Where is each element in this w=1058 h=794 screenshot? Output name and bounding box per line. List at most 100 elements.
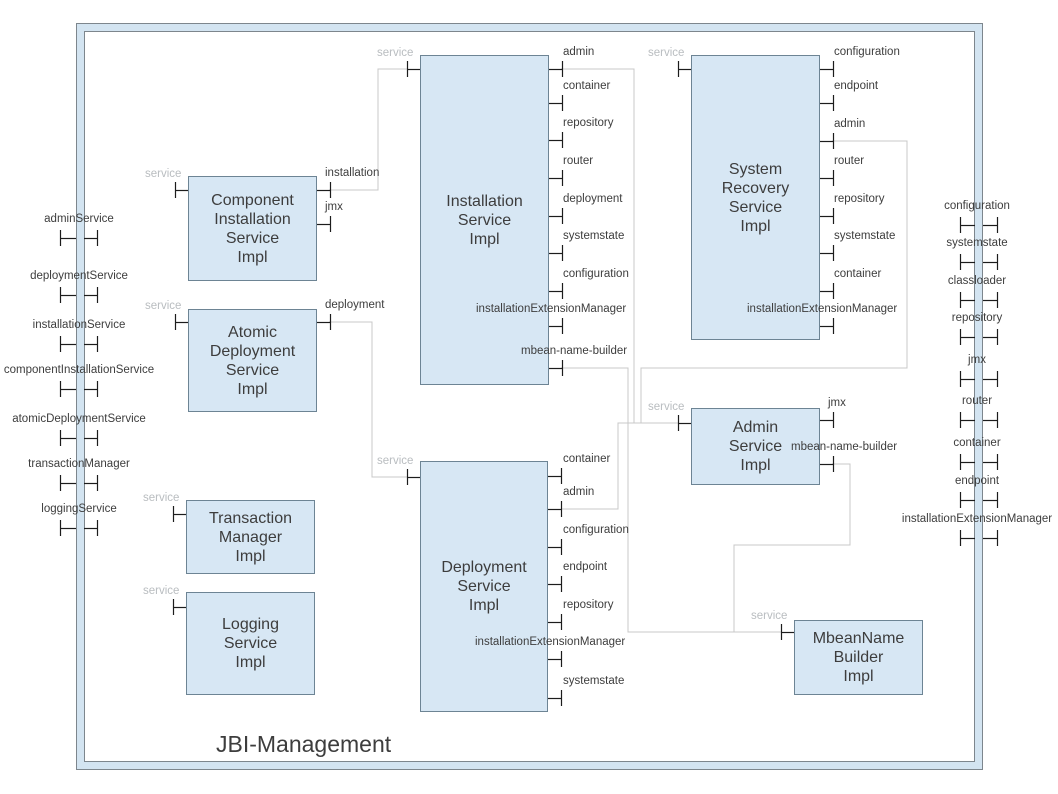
border-port-label-endpoint: endpoint xyxy=(954,475,1000,487)
port-deployment-of-atomic-deployment-service-impl[interactable] xyxy=(317,314,332,330)
port-container-of-deployment-service-impl[interactable] xyxy=(548,468,563,484)
component-box-admin-service-impl[interactable]: Admin Service Impl xyxy=(691,408,820,485)
border-port-deploymentService[interactable] xyxy=(59,287,99,303)
port-label-admin-of-installation-service-impl: admin xyxy=(563,46,595,58)
border-port-classloader[interactable] xyxy=(959,292,999,308)
port-service-of-system-recovery-service-impl[interactable] xyxy=(677,61,691,77)
border-port-label-transactionManager: transactionManager xyxy=(28,458,130,470)
service-port-label-of-logging-service-impl: service xyxy=(143,585,180,597)
port-service-of-logging-service-impl[interactable] xyxy=(172,599,186,615)
port-service-of-admin-service-impl[interactable] xyxy=(677,415,691,431)
border-port-label-systemstate: systemstate xyxy=(946,237,1008,249)
border-port-transactionManager[interactable] xyxy=(59,475,99,491)
port-endpoint-of-system-recovery-service-impl[interactable] xyxy=(820,95,835,111)
port-systemstate-of-deployment-service-impl[interactable] xyxy=(548,690,563,706)
port-admin-of-system-recovery-service-impl[interactable] xyxy=(820,133,835,149)
port-configuration-of-deployment-service-impl[interactable] xyxy=(548,539,563,555)
port-repository-of-deployment-service-impl[interactable] xyxy=(548,614,563,630)
port-label-repository-of-deployment-service-impl: repository xyxy=(563,599,614,611)
border-port-container[interactable] xyxy=(959,454,999,470)
border-port-label-componentInstallationService: componentInstallationService xyxy=(3,364,155,376)
component-box-mbeanname-builder-impl[interactable]: MbeanName Builder Impl xyxy=(794,620,923,695)
port-installation-of-component-installation-service-impl[interactable] xyxy=(317,182,332,198)
border-port-label-router: router xyxy=(961,395,993,407)
port-installationExtensionManager-of-deployment-service-impl[interactable] xyxy=(548,651,563,667)
border-port-installationService[interactable] xyxy=(59,336,99,352)
port-service-of-transaction-manager-impl[interactable] xyxy=(172,506,186,522)
border-port-loggingService[interactable] xyxy=(59,520,99,536)
service-port-label-of-transaction-manager-impl: service xyxy=(143,492,180,504)
port-label-deployment-of-installation-service-impl: deployment xyxy=(563,193,623,205)
port-deployment-of-installation-service-impl[interactable] xyxy=(549,208,564,224)
service-port-label-of-admin-service-impl: service xyxy=(648,401,685,413)
port-repository-of-system-recovery-service-impl[interactable] xyxy=(820,208,835,224)
port-label-installationExtensionManager-of-system-recovery-service-impl: installationExtensionManager xyxy=(747,303,898,315)
port-jmx-of-component-installation-service-impl[interactable] xyxy=(317,216,332,232)
port-endpoint-of-deployment-service-impl[interactable] xyxy=(548,576,563,592)
border-port-router[interactable] xyxy=(959,412,999,428)
component-box-deployment-service-impl[interactable]: Deployment Service Impl xyxy=(420,461,548,712)
border-port-repository[interactable] xyxy=(959,329,999,345)
border-port-label-classloader: classloader xyxy=(947,275,1007,287)
port-configuration-of-system-recovery-service-impl[interactable] xyxy=(820,61,835,77)
service-port-label-of-system-recovery-service-impl: service xyxy=(648,47,685,59)
port-label-configuration-of-system-recovery-service-impl: configuration xyxy=(834,46,900,58)
port-label-router-of-system-recovery-service-impl: router xyxy=(834,155,865,167)
connector-admin-mbean-name-builder-to-mbeanname-builder xyxy=(733,463,851,633)
port-jmx-of-admin-service-impl[interactable] xyxy=(820,412,835,428)
border-port-installationExtensionManager[interactable] xyxy=(959,530,999,546)
border-port-label-loggingService: loggingService xyxy=(41,503,117,515)
port-router-of-installation-service-impl[interactable] xyxy=(549,170,564,186)
port-label-installationExtensionManager-of-installation-service-impl: installationExtensionManager xyxy=(476,303,627,315)
component-box-component-installation-service-impl[interactable]: Component Installation Service Impl xyxy=(188,176,317,281)
border-port-jmx[interactable] xyxy=(959,371,999,387)
connector-component-installation-to-installation-service xyxy=(329,68,407,191)
service-port-label-of-component-installation-service-impl: service xyxy=(145,168,182,180)
border-port-label-deploymentService: deploymentService xyxy=(30,270,128,282)
port-label-systemstate-of-installation-service-impl: systemstate xyxy=(563,230,625,242)
port-label-jmx-of-component-installation-service-impl: jmx xyxy=(325,201,343,213)
port-label-systemstate-of-deployment-service-impl: systemstate xyxy=(563,675,625,687)
port-label-mbean-name-builder-of-installation-service-impl: mbean-name-builder xyxy=(521,345,628,357)
port-repository-of-installation-service-impl[interactable] xyxy=(549,132,564,148)
connector-installation-mbean-name-builder-to-mbeanname-builder xyxy=(561,367,781,633)
port-service-of-deployment-service-impl[interactable] xyxy=(406,469,420,485)
port-router-of-system-recovery-service-impl[interactable] xyxy=(820,170,835,186)
port-systemstate-of-installation-service-impl[interactable] xyxy=(549,245,564,261)
component-box-transaction-manager-impl[interactable]: Transaction Manager Impl xyxy=(186,500,315,574)
component-box-logging-service-impl[interactable]: Logging Service Impl xyxy=(186,592,315,695)
port-mbean-name-builder-of-installation-service-impl[interactable] xyxy=(549,360,564,376)
port-container-of-system-recovery-service-impl[interactable] xyxy=(820,283,835,299)
port-admin-of-installation-service-impl[interactable] xyxy=(549,61,564,77)
port-label-repository-of-installation-service-impl: repository xyxy=(563,117,614,129)
port-label-installation-of-component-installation-service-impl: installation xyxy=(325,167,380,179)
component-box-atomic-deployment-service-impl[interactable]: Atomic Deployment Service Impl xyxy=(188,309,317,412)
port-installationExtensionManager-of-system-recovery-service-impl[interactable] xyxy=(820,318,835,334)
border-port-componentInstallationService[interactable] xyxy=(59,381,99,397)
border-port-endpoint[interactable] xyxy=(959,492,999,508)
port-label-router-of-installation-service-impl: router xyxy=(563,155,594,167)
port-configuration-of-installation-service-impl[interactable] xyxy=(549,283,564,299)
border-port-atomicDeploymentService[interactable] xyxy=(59,430,99,446)
port-label-deployment-of-atomic-deployment-service-impl: deployment xyxy=(325,299,385,311)
border-port-systemstate[interactable] xyxy=(959,254,999,270)
port-service-of-atomic-deployment-service-impl[interactable] xyxy=(174,314,188,330)
port-label-mbean-name-builder-of-admin-service-impl: mbean-name-builder xyxy=(791,441,898,453)
port-systemstate-of-system-recovery-service-impl[interactable] xyxy=(820,245,835,261)
port-service-of-installation-service-impl[interactable] xyxy=(406,61,420,77)
service-port-label-of-mbeanname-builder-impl: service xyxy=(751,610,788,622)
port-mbean-name-builder-of-admin-service-impl[interactable] xyxy=(820,456,835,472)
border-port-configuration[interactable] xyxy=(959,217,999,233)
component-box-installation-service-impl[interactable]: Installation Service Impl xyxy=(420,55,549,385)
port-service-of-mbeanname-builder-impl[interactable] xyxy=(780,624,794,640)
connector-system-recovery-admin-to-admin-service xyxy=(640,140,908,424)
port-installationExtensionManager-of-installation-service-impl[interactable] xyxy=(549,318,564,334)
port-container-of-installation-service-impl[interactable] xyxy=(549,95,564,111)
port-label-container-of-deployment-service-impl: container xyxy=(563,453,611,465)
port-service-of-component-installation-service-impl[interactable] xyxy=(174,182,188,198)
port-label-container-of-installation-service-impl: container xyxy=(563,80,611,92)
border-port-adminService[interactable] xyxy=(59,230,99,246)
port-admin-of-deployment-service-impl[interactable] xyxy=(548,501,563,517)
component-box-system-recovery-service-impl[interactable]: System Recovery Service Impl xyxy=(691,55,820,340)
